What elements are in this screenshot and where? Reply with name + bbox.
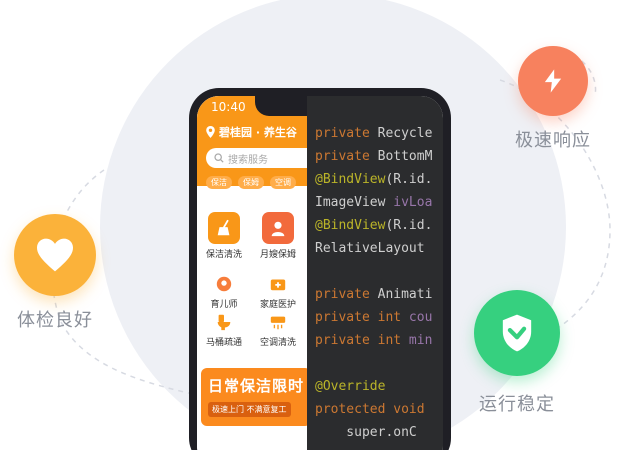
code-line: private Animati: [315, 287, 432, 302]
code-token: private int: [315, 310, 409, 325]
code-token: protected void: [315, 402, 425, 417]
code-token: ivLoa: [393, 195, 433, 210]
service-label: 月嫂保姆: [259, 250, 296, 260]
code-line: private int cou: [315, 310, 432, 325]
code-token: min: [408, 333, 433, 348]
service-label: 空调清洗: [259, 338, 296, 348]
code-token: Recycle: [377, 126, 433, 141]
service-item-cleaning[interactable]: 保洁清洗: [199, 212, 249, 260]
chip[interactable]: 空调: [270, 176, 296, 189]
code-token: (R.id.: [385, 172, 433, 187]
feature-stable-label: 运行稳定: [479, 394, 555, 415]
code-line: @BindView(R.id.: [315, 218, 432, 233]
code-line: RelativeLayout: [315, 241, 425, 256]
service-label: 保洁清洗: [205, 250, 242, 260]
code-token: @BindView: [315, 218, 386, 233]
service-item-nanny[interactable]: 月嫂保姆: [253, 212, 303, 260]
code-token: private: [315, 149, 378, 164]
code-line: private Recycle: [315, 126, 432, 141]
code-token: cou: [408, 310, 433, 325]
childcare-icon: [214, 274, 234, 294]
air-conditioner-icon: [268, 312, 288, 332]
code-line: @Override: [315, 379, 385, 394]
service-item-medical[interactable]: 家庭医护: [253, 274, 303, 310]
code-line: private BottomM: [315, 149, 432, 164]
toilet-icon: [214, 312, 234, 332]
nanny-icon: [262, 212, 294, 244]
status-time: 10:40: [211, 100, 246, 114]
code-token: private: [315, 126, 378, 141]
service-item-toilet[interactable]: 马桶疏通: [199, 312, 249, 348]
feature-speed-label: 极速响应: [515, 130, 591, 151]
code-token: (R.id.: [385, 218, 433, 233]
heart-icon: [14, 214, 96, 296]
search-placeholder: 搜索服务: [228, 154, 268, 166]
broom-icon: [208, 212, 240, 244]
chip[interactable]: 保洁: [206, 176, 232, 189]
lightning-icon: [518, 46, 588, 116]
shield-check-icon: [474, 290, 560, 376]
location-selector[interactable]: 碧桂园 · 养生谷: [206, 124, 297, 140]
code-line: private int min: [315, 333, 432, 348]
medical-kit-icon: [268, 274, 288, 294]
feature-stable: 运行稳定: [462, 290, 572, 416]
banner-subtitle: 极速上门 不满意复工: [208, 402, 291, 417]
quick-chips: 保洁 保姆 空调: [206, 176, 296, 189]
location-pin-icon: [206, 126, 215, 138]
code-token: ImageView: [315, 195, 394, 210]
banner-title: 日常保洁限时: [208, 377, 305, 395]
feature-speed: 极速响应: [508, 46, 598, 152]
service-item-aircon[interactable]: 空调清洗: [253, 312, 303, 348]
search-icon: [214, 153, 224, 163]
code-token: BottomM: [377, 149, 433, 164]
code-token: RelativeLayout: [315, 241, 425, 256]
code-token: private int: [315, 333, 409, 348]
service-label: 育儿师: [210, 300, 238, 310]
service-app: 10:40 碧桂园 · 养生谷 搜索服务 保洁 保姆 空调: [197, 96, 307, 450]
location-label: 碧桂园 · 养生谷: [219, 126, 297, 139]
search-input[interactable]: 搜索服务: [206, 148, 307, 168]
service-label: 家庭医护: [259, 300, 296, 310]
code-token: Animati: [377, 287, 433, 302]
code-token: @Override: [315, 379, 386, 394]
code-line: protected void: [315, 402, 425, 417]
service-label: 马桶疏通: [205, 338, 242, 348]
code-line: ImageView ivLoa: [315, 195, 432, 210]
code-line: @BindView(R.id.: [315, 172, 432, 187]
code-token: super.onC: [315, 425, 417, 440]
code-line: super.onC: [315, 425, 417, 440]
feature-health: 体检良好: [10, 214, 100, 332]
phone-screen: 10:40 碧桂园 · 养生谷 搜索服务 保洁 保姆 空调: [197, 96, 443, 450]
feature-health-label: 体检良好: [17, 310, 93, 331]
chip[interactable]: 保姆: [238, 176, 264, 189]
promo-banner[interactable]: 日常保洁限时 极速上门 不满意复工: [201, 368, 307, 426]
phone-mockup: 10:40 碧桂园 · 养生谷 搜索服务 保洁 保姆 空调: [189, 88, 451, 450]
service-item-childcare[interactable]: 育儿师: [199, 274, 249, 310]
phone-notch: [255, 96, 315, 116]
code-token: private: [315, 287, 378, 302]
code-token: @BindView: [315, 172, 386, 187]
